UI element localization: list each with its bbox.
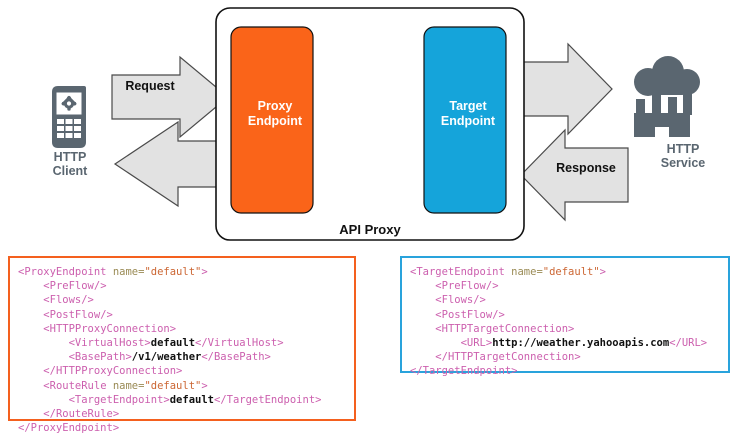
code-line: <HTTPProxyConnection> xyxy=(18,322,354,336)
code-token-plain xyxy=(410,323,435,335)
proxy-endpoint-label-line1: Proxy xyxy=(257,99,293,113)
code-token-tag: <TargetEndpoint xyxy=(410,266,512,278)
target-endpoint-label-line2: Endpoint xyxy=(440,114,496,128)
code-token-plain xyxy=(18,323,43,335)
proxy-endpoint-label: Proxy Endpoint xyxy=(231,99,319,129)
code-line: <TargetEndpoint>default</TargetEndpoint> xyxy=(18,393,354,407)
code-token-tag: </URL> xyxy=(669,336,708,349)
code-line: <VirtualHost>default</VirtualHost> xyxy=(18,336,354,350)
request-arrow-label: Request xyxy=(125,79,175,93)
code-token-tag: </TargetEndpoint> xyxy=(214,393,322,406)
code-line: <TargetEndpoint name="default"> xyxy=(410,265,728,279)
code-token-tag: </BasePath> xyxy=(201,351,271,364)
code-token-plain xyxy=(410,294,435,306)
code-token-tag: </HTTPProxyConnection> xyxy=(43,365,183,378)
code-token-tag: </RouteRule> xyxy=(43,407,120,420)
code-line: <HTTPTargetConnection> xyxy=(410,322,728,336)
code-token-plain xyxy=(18,408,43,420)
code-token-tag: <Flows/> xyxy=(43,294,94,307)
code-line: <URL>http://weather.yahooapis.com</URL> xyxy=(410,336,728,350)
code-token-plain xyxy=(18,280,43,292)
code-token-tag: > xyxy=(201,266,208,278)
code-token-plain xyxy=(18,309,43,321)
code-token-tag: </VirtualHost> xyxy=(195,336,284,349)
target-endpoint-box[interactable] xyxy=(423,26,507,214)
code-token-val: "default" xyxy=(144,266,202,278)
code-token-tag: <BasePath> xyxy=(68,351,132,364)
code-line: </HTTPProxyConnection> xyxy=(18,364,354,378)
code-token-tag: <PreFlow/> xyxy=(43,280,107,293)
http-client-label-line1: HTTP xyxy=(53,150,87,164)
code-token-tag: > xyxy=(201,379,208,392)
code-line: </HTTPTargetConnection> xyxy=(410,350,728,364)
cloud-factory-icon xyxy=(634,56,700,137)
code-token-plain xyxy=(18,351,69,363)
code-line: <RouteRule name="default"> xyxy=(18,379,354,393)
proxy-endpoint-box[interactable] xyxy=(230,26,314,214)
code-line: </ProxyEndpoint> xyxy=(18,421,354,435)
code-token-val: "default" xyxy=(542,266,600,278)
target-endpoint-label: Target Endpoint xyxy=(424,99,512,129)
code-token-tag: <PostFlow/> xyxy=(435,308,505,321)
code-line: </TargetEndpoint> xyxy=(410,364,728,378)
code-token-attr: name= xyxy=(112,266,145,278)
code-line: </RouteRule> xyxy=(18,407,354,421)
code-token-tag: <PostFlow/> xyxy=(43,308,113,321)
factory-shape xyxy=(634,92,692,137)
target-endpoint-label-line1: Target xyxy=(449,99,487,113)
code-token-tag: <HTTPProxyConnection> xyxy=(43,322,177,335)
code-line: <PreFlow/> xyxy=(410,279,728,293)
code-token-text: http://weather.yahooapis.com xyxy=(492,336,670,349)
api-proxy-container-label: API Proxy xyxy=(339,222,401,237)
code-token-plain xyxy=(18,337,69,349)
response-arrow-service-to-target xyxy=(520,128,629,222)
code-line: <PreFlow/> xyxy=(18,279,354,293)
code-line: <PostFlow/> xyxy=(18,308,354,322)
code-token-tag: <PreFlow/> xyxy=(435,280,499,293)
http-service-label: HTTP Service xyxy=(640,142,726,170)
code-line: <PostFlow/> xyxy=(410,308,728,322)
http-client-label: HTTP Client xyxy=(28,150,112,178)
code-token-attr: name= xyxy=(112,379,145,392)
code-token-text: default xyxy=(150,336,196,349)
http-client-label-line2: Client xyxy=(52,164,88,178)
code-token-tag: <HTTPTargetConnection> xyxy=(435,322,575,335)
code-line: <Flows/> xyxy=(410,293,728,307)
code-token-tag: > xyxy=(599,266,606,278)
cloud-shape xyxy=(634,56,700,96)
code-token-tag: <RouteRule xyxy=(43,379,113,392)
code-token-text: /v1/weather xyxy=(131,351,202,364)
response-arrow-label: Response xyxy=(556,161,616,175)
code-token-tag: <Flows/> xyxy=(435,294,486,307)
code-line: <BasePath>/v1/weather</BasePath> xyxy=(18,350,354,364)
http-service-label-line1: HTTP xyxy=(666,142,700,156)
code-token-plain xyxy=(410,351,435,363)
code-token-tag: <URL> xyxy=(460,336,493,349)
code-token-tag: <TargetEndpoint> xyxy=(68,393,170,406)
code-token-plain xyxy=(410,337,461,349)
code-token-attr: name= xyxy=(511,266,543,278)
code-token-tag: </TargetEndpoint> xyxy=(410,365,518,378)
http-service-label-line2: Service xyxy=(660,156,706,170)
request-arrow-client-to-proxy xyxy=(111,55,229,139)
code-token-plain xyxy=(18,294,43,306)
mobile-phone-icon xyxy=(52,86,86,148)
code-token-plain xyxy=(410,309,435,321)
code-token-tag: <VirtualHost> xyxy=(68,336,151,349)
code-token-plain xyxy=(410,280,435,292)
code-token-val: "default" xyxy=(144,379,202,392)
code-token-plain xyxy=(18,394,69,406)
code-token-tag: <ProxyEndpoint xyxy=(18,266,113,278)
code-token-text: default xyxy=(169,393,214,406)
code-token-plain xyxy=(18,365,43,377)
proxy-endpoint-xml-block: <ProxyEndpoint name="default"> <PreFlow/… xyxy=(8,256,356,434)
proxy-endpoint-label-line2: Endpoint xyxy=(247,114,303,128)
target-endpoint-xml-block: <TargetEndpoint name="default"> <PreFlow… xyxy=(400,256,730,377)
code-line: <ProxyEndpoint name="default"> xyxy=(18,265,354,279)
code-token-tag: </HTTPTargetConnection> xyxy=(435,351,581,364)
code-token-plain xyxy=(18,380,43,392)
code-token-tag: </ProxyEndpoint> xyxy=(18,422,120,435)
code-line: <Flows/> xyxy=(18,293,354,307)
